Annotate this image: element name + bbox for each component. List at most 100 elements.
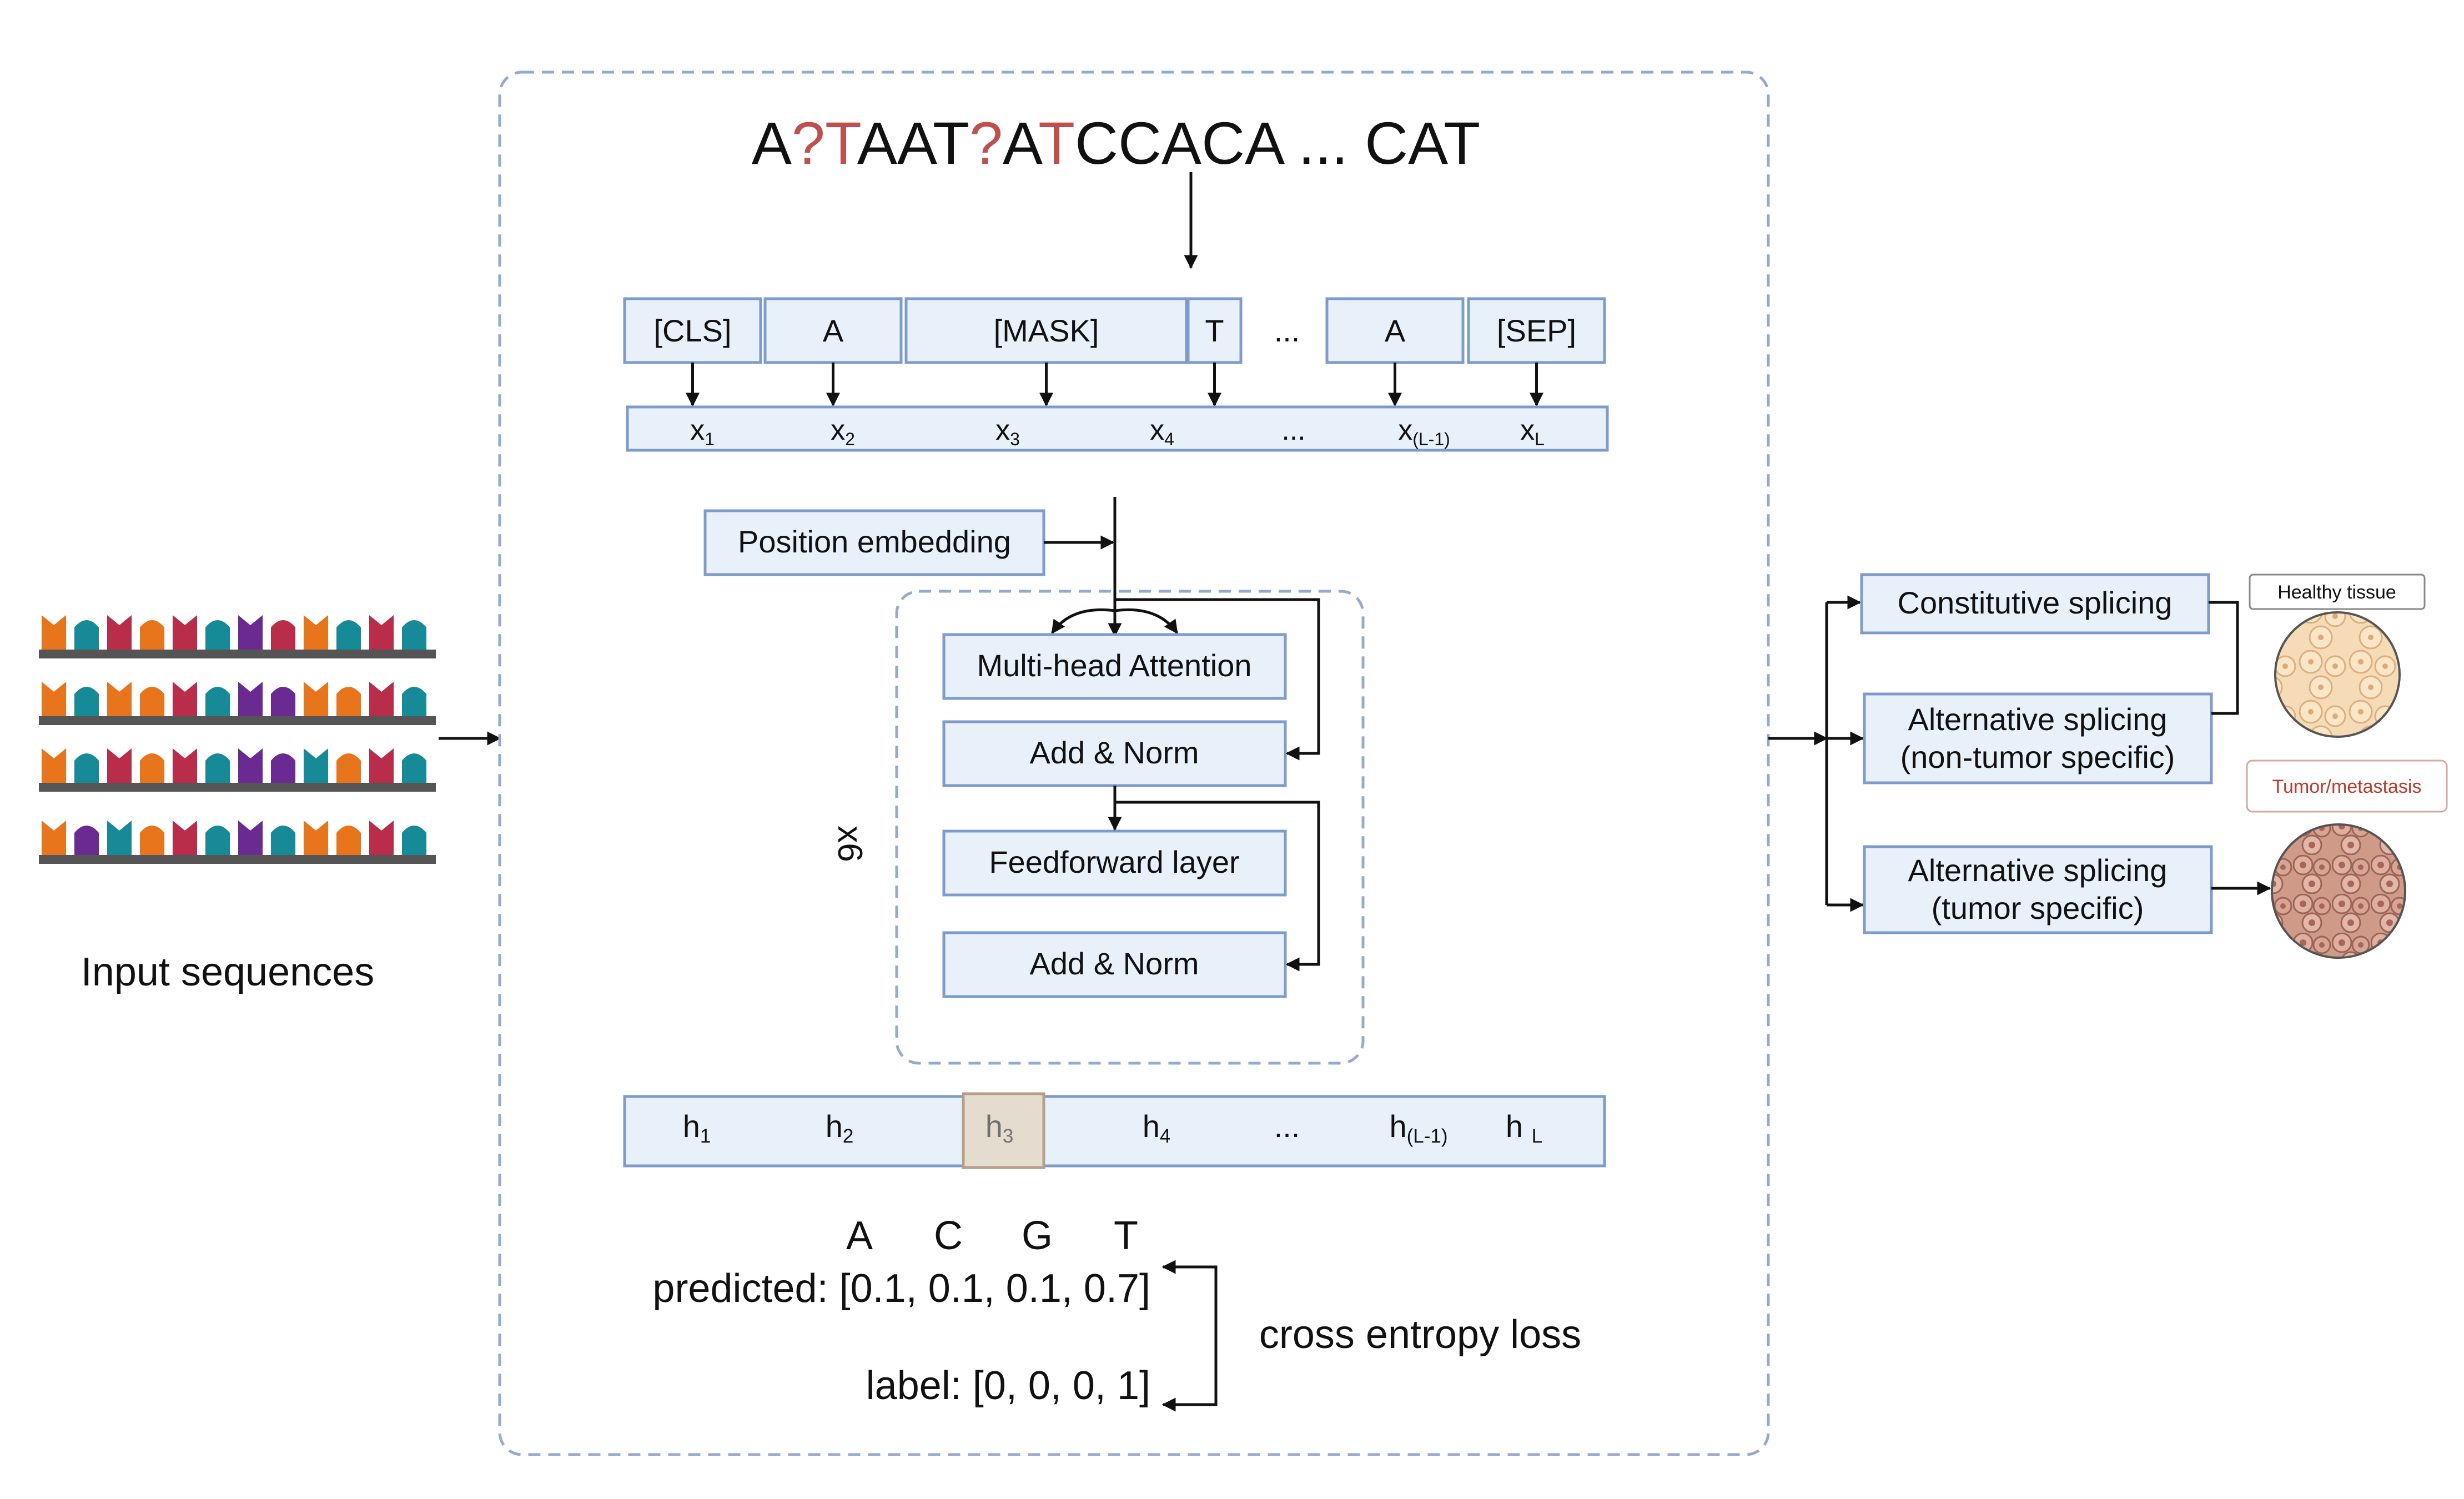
embedding-label: x2 [831, 414, 855, 449]
token-label: [CLS] [653, 313, 731, 348]
tumor-tag [2246, 759, 2448, 813]
nucleotide-block [402, 620, 426, 650]
sequence-rail [39, 716, 436, 725]
nucleotide-block [369, 682, 394, 716]
nucleotide-block [42, 682, 66, 716]
token-arrows [686, 363, 1543, 407]
token-box [904, 297, 1188, 364]
splicing-label-line: Alternative splicing [1908, 702, 2168, 737]
nucleotide-block [304, 615, 328, 650]
hidden-state-label: h L [1506, 1109, 1542, 1147]
residual-connection-1 [1115, 598, 1320, 761]
hidden-state-label: h1 [683, 1109, 711, 1147]
true-label: label: [0, 0, 0, 1] [866, 1364, 1150, 1408]
nucleotide-block [107, 682, 132, 716]
multi-head-attention-label: Multi-head Attention [977, 648, 1252, 683]
nucleotide-block [238, 615, 263, 650]
hidden-state-label: ... [1274, 1109, 1300, 1144]
token-label: [MASK] [994, 313, 1099, 348]
embedding-label: xL [1520, 414, 1545, 449]
nucleotide-block [336, 620, 361, 650]
alt-splicing-nontumor-label: Alternative splicing(non-tumor specific) [1900, 702, 2175, 774]
nucleotide-block [74, 620, 99, 650]
cross-entropy-loss-label: cross entropy loss [1259, 1312, 1581, 1357]
healthy-tissue-tag [2249, 574, 2426, 610]
nucleotide-block [336, 753, 361, 783]
nucleotide-block [173, 615, 197, 650]
base-label: A [846, 1214, 873, 1258]
hidden-state-label: h2 [826, 1109, 854, 1147]
masked-sequence: A?TAAT?ATCCACA ... CAT [752, 109, 1480, 177]
masked-base: ?T [792, 109, 861, 177]
nucleotide-block [304, 748, 328, 783]
base-label: G [1022, 1214, 1053, 1258]
nucleotide-block [304, 682, 328, 716]
nucleotide-block [369, 748, 394, 783]
nucleotide-block [205, 687, 230, 716]
sequence-rail [39, 650, 436, 658]
alt-splicing-nontumor-box [1863, 692, 2213, 784]
sequence-segment: AAT [857, 109, 969, 177]
encoder-repeat-label: x6 [831, 826, 869, 862]
nucleotide-block [402, 753, 426, 783]
hidden-states-row [623, 1095, 1606, 1168]
masked-hidden-highlight [962, 1092, 1045, 1169]
position-embedding-box [703, 509, 1045, 576]
nucleotide-block [140, 620, 164, 650]
input-sequences-label: Input sequences [81, 950, 374, 994]
token-label: [SEP] [1497, 313, 1576, 348]
token-label: ... [1274, 313, 1300, 348]
nucleotide-block [140, 753, 164, 783]
add-norm-2-label: Add & Norm [1030, 946, 1199, 981]
splicing-label-line: Constitutive splicing [1898, 585, 2173, 620]
sequence-segment: A [752, 109, 792, 177]
input-sequences-illustration [39, 615, 436, 864]
splicing-label-line: Alternative splicing [1908, 853, 2168, 888]
nucleotide-block [402, 826, 426, 855]
nucleotide-block [107, 748, 132, 783]
nucleotide-block [173, 748, 197, 783]
nucleotide-block [304, 821, 328, 855]
alt-splicing-tumor-box [1863, 845, 2213, 934]
masked-base: ? [969, 109, 1003, 177]
token-row: [CLS]A[MASK]T...A[SEP] [623, 297, 1606, 364]
nucleotide-block [205, 620, 230, 650]
token-box [623, 297, 762, 364]
nucleotide-block [271, 687, 295, 716]
hidden-state-label: h3 [985, 1109, 1014, 1147]
healthy-tissue-label: Healthy tissue [2277, 582, 2396, 603]
sequence-rail [39, 783, 436, 792]
masked-base: T [1038, 109, 1075, 177]
nucleotide-block [336, 687, 361, 716]
sequence-segment: CCACA ... CAT [1075, 109, 1480, 177]
tumor-tissue-icon [2271, 823, 2406, 959]
nucleotide-block [107, 615, 132, 650]
sequence-segment: A [1003, 109, 1043, 177]
feedforward-box [942, 829, 1287, 897]
add-norm-2-box [942, 931, 1287, 998]
nucleotide-block [369, 821, 394, 855]
residual-connection-2 [1115, 801, 1320, 972]
embedding-label: x3 [995, 414, 1020, 449]
nucleotide-block [42, 821, 66, 855]
nucleotide-block [140, 687, 164, 716]
nucleotide-block [369, 615, 394, 650]
token-label: T [1205, 313, 1224, 348]
nucleotide-block [271, 753, 295, 783]
hidden-state-label: h(L-1) [1389, 1109, 1447, 1147]
embedding-label: x1 [690, 414, 715, 449]
add-norm-1-label: Add & Norm [1030, 735, 1199, 770]
token-label: A [1385, 313, 1406, 348]
nucleotide-block [42, 615, 66, 650]
nucleotide-block [238, 821, 263, 855]
nucleotide-block [402, 687, 426, 716]
healthy-connector [2209, 601, 2239, 715]
nucleotide-block [205, 753, 230, 783]
nucleotide-block [74, 753, 99, 783]
constitutive-splicing-label: Constitutive splicing [1898, 585, 2173, 620]
nucleotide-block [74, 826, 99, 855]
nucleotide-block [238, 748, 263, 783]
